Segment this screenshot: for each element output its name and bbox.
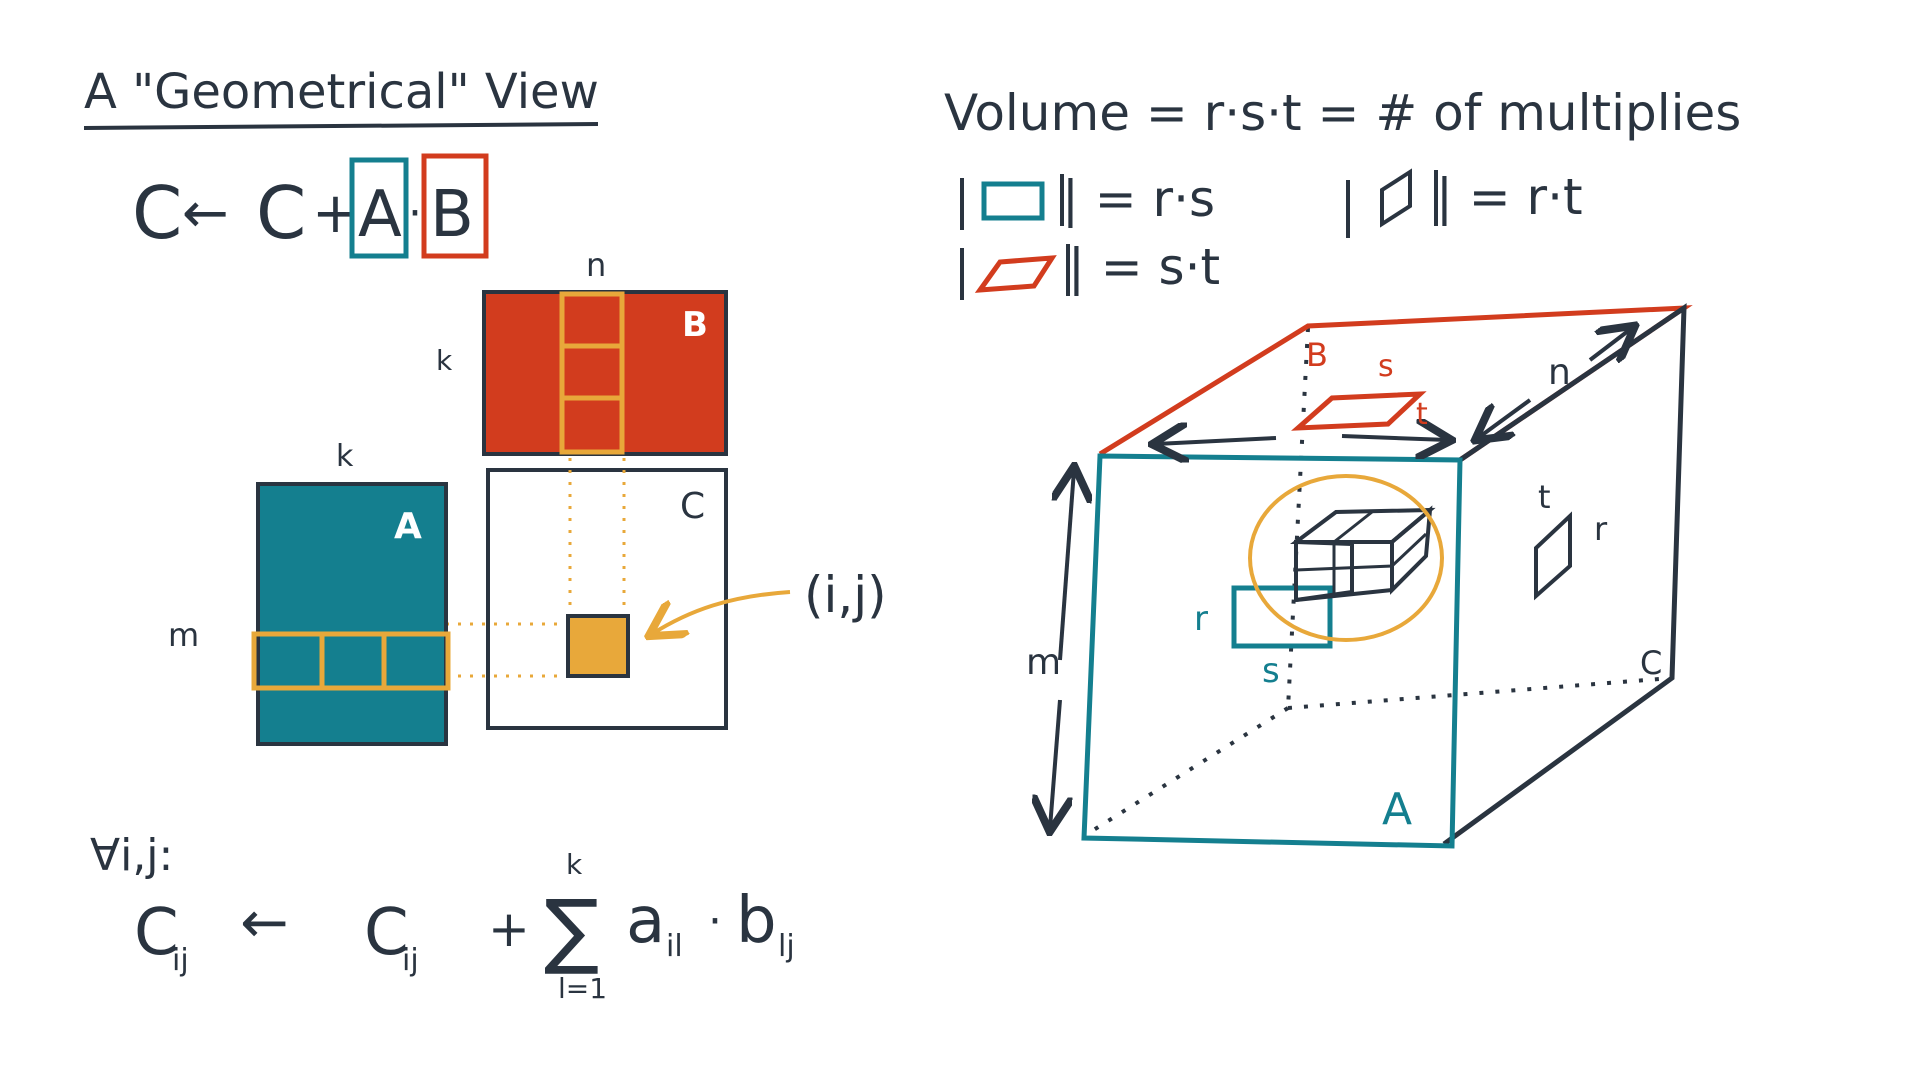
cell-ij-callout: (i,j) xyxy=(652,566,887,634)
cube-m-arrow-up xyxy=(1060,470,1074,661)
dark-parallelogram-icon xyxy=(1380,168,1412,228)
matrix-b-fill xyxy=(482,290,728,456)
matrix-b-label: B xyxy=(682,305,708,345)
formula-b: b xyxy=(736,884,777,958)
matrix-a-label-k: k xyxy=(336,439,354,474)
area-eq-rt: | = r·t xyxy=(1346,168,1583,238)
formula-a-sub: il xyxy=(666,929,683,964)
cube-label-s-top: s xyxy=(1378,349,1394,384)
cube-label-s-front: s xyxy=(1262,651,1280,691)
subvolume-mid xyxy=(1295,532,1428,572)
area-eq-rs: | = r·s xyxy=(960,170,1215,230)
update-b: B xyxy=(430,178,474,252)
matrix-b-column xyxy=(559,291,625,455)
update-dot: · xyxy=(408,188,422,239)
formula-plus: + xyxy=(488,900,530,958)
area-eq-rt-text: | = r·t xyxy=(1436,168,1583,226)
formula-sum-bottom: l=1 xyxy=(558,972,607,1005)
cube-right-slab-rt xyxy=(1534,511,1572,601)
cube-label-n: n xyxy=(1548,352,1571,393)
cube-label-a: A xyxy=(1382,784,1412,835)
cell-ij-label: (i,j) xyxy=(804,566,887,624)
matrix-a-fill xyxy=(256,482,448,746)
cube-label-b: B xyxy=(1306,336,1328,374)
formula-forall: ∀i,j: xyxy=(90,830,173,881)
update-arrow: ← xyxy=(182,181,229,246)
formula-a: a xyxy=(626,884,665,958)
matrix-c-label: C xyxy=(680,486,705,527)
cube-front-face-a xyxy=(1081,453,1463,849)
matrix-c: C xyxy=(446,458,728,730)
formula-c-rhs: C xyxy=(364,896,409,970)
update-rule: C ← C + A · B xyxy=(132,153,489,259)
title-underline xyxy=(83,122,599,130)
update-lhs: C xyxy=(132,171,182,255)
cube: m n B s t t r r s C A xyxy=(1026,303,1693,849)
area-eq-st: | = s·t xyxy=(960,238,1220,300)
cube-label-t-side: t xyxy=(1538,478,1551,516)
update-b-box xyxy=(421,153,489,259)
area-eq-rs-text: | = r·s xyxy=(1062,170,1215,228)
matrix-a-label-m: m xyxy=(168,616,199,654)
teal-rect-icon xyxy=(981,181,1045,221)
matrix-c-frame xyxy=(486,468,728,730)
formula-c-lhs: C xyxy=(134,896,179,970)
subvolume-bottom xyxy=(1295,588,1393,602)
cube-top-slab-st xyxy=(1291,391,1427,431)
cube-label-r-side: r xyxy=(1594,510,1608,548)
matrix-a: A k m xyxy=(168,439,451,746)
matrix-a-row xyxy=(251,631,451,691)
formula-b-sub: lj xyxy=(778,929,795,964)
subvolume-right xyxy=(1390,505,1433,595)
formula-c-lhs-sub: ij xyxy=(172,943,189,978)
cube-label-t-top: t xyxy=(1416,397,1428,432)
cube-label-c: C xyxy=(1640,644,1662,682)
cube-n-arrow-down xyxy=(1478,398,1532,438)
cube-m-arrow-down xyxy=(1050,699,1060,828)
formula-dot: · xyxy=(708,896,722,947)
title: A "Geometrical" View xyxy=(84,64,599,120)
cube-subvolume-highlight xyxy=(1248,474,1444,642)
volume-equation: Volume = r·s·t = # of multiplies xyxy=(944,84,1741,142)
update-a: A xyxy=(358,178,402,252)
cube-front-slab-rs xyxy=(1231,585,1333,649)
cube-k-arrow-left xyxy=(1156,438,1277,444)
update-a-box xyxy=(349,157,409,259)
cube-hidden-edge-diagonal xyxy=(1082,706,1290,838)
update-rhs-c: C xyxy=(256,171,306,255)
matrix-c-cell-ij xyxy=(566,614,630,678)
formula-arrow: ← xyxy=(240,888,289,956)
matrix-b-label-n: n xyxy=(586,246,606,284)
formula-sum: ∑ xyxy=(544,883,599,978)
cube-label-r-front: r xyxy=(1194,599,1208,639)
cell-ij-arrow xyxy=(652,590,791,634)
cube-k-arrow-right xyxy=(1341,436,1448,440)
red-parallelogram-icon xyxy=(974,255,1057,293)
formula-sum-top: k xyxy=(566,848,583,881)
cube-right-face xyxy=(1442,303,1687,847)
cube-hidden-edge-vertical xyxy=(1286,327,1310,709)
matrix-b-label-k: k xyxy=(436,344,453,377)
cube-n-arrow-up xyxy=(1588,328,1632,360)
cube-subvolume-box xyxy=(1290,505,1436,603)
formula-c-rhs-sub: ij xyxy=(402,943,419,978)
matrix-a-label: A xyxy=(394,506,422,547)
cube-hidden-edge-bottom xyxy=(1287,676,1673,710)
sum-formula: ∀i,j: C ij ← C ij + ∑ k l=1 a il · b lj xyxy=(90,830,795,1005)
area-eq-st-text: | = s·t xyxy=(1068,238,1220,296)
matrix-b: B n k xyxy=(436,246,728,456)
subvolume-div xyxy=(1332,510,1373,596)
cube-label-m: m xyxy=(1026,642,1061,683)
